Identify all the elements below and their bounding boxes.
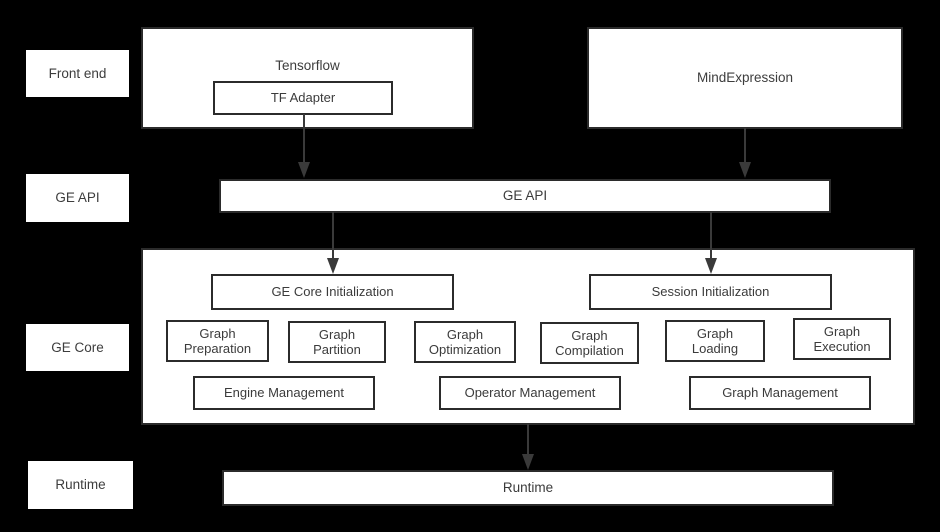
- engine-management-label: Engine Management: [224, 385, 344, 401]
- session-initialization-node[interactable]: Session Initialization: [589, 274, 832, 310]
- session-initialization-label: Session Initialization: [651, 284, 770, 300]
- ge-api-bar-label: GE API: [502, 188, 548, 204]
- graph-optimization-node[interactable]: Graph Optimization: [414, 321, 516, 363]
- graph-partition-label: Graph Partition: [313, 326, 361, 357]
- operator-management-label: Operator Management: [464, 385, 596, 401]
- graph-compilation-node[interactable]: Graph Compilation: [540, 322, 639, 364]
- graph-management-label: Graph Management: [722, 385, 838, 401]
- tf-adapter-node[interactable]: TF Adapter: [213, 81, 393, 115]
- engine-management-node[interactable]: Engine Management: [193, 376, 375, 410]
- operator-management-node[interactable]: Operator Management: [439, 376, 621, 410]
- graph-loading-label: Graph Loading: [691, 325, 739, 356]
- arrow-tf-adapter-to-ge-api: [294, 114, 314, 180]
- lane-label-ge-core-text: GE Core: [51, 339, 104, 355]
- graph-preparation-node[interactable]: Graph Preparation: [166, 320, 269, 362]
- graph-optimization-label: Graph Optimization: [428, 326, 502, 357]
- mindexpression-title: MindExpression: [696, 70, 794, 86]
- arrow-ge-api-to-session-initialization: [701, 212, 721, 276]
- runtime-bar[interactable]: Runtime: [222, 470, 834, 506]
- lane-label-front-end: Front end: [26, 50, 129, 97]
- ge-api-bar[interactable]: GE API: [219, 179, 831, 213]
- graph-management-node[interactable]: Graph Management: [689, 376, 871, 410]
- ge-core-initialization-label: GE Core Initialization: [271, 284, 394, 300]
- graph-loading-node[interactable]: Graph Loading: [665, 320, 765, 362]
- tf-adapter-label: TF Adapter: [270, 90, 336, 106]
- graph-execution-node[interactable]: Graph Execution: [793, 318, 891, 360]
- ge-core-initialization-node[interactable]: GE Core Initialization: [211, 274, 454, 310]
- lane-label-ge-api-text: GE API: [55, 190, 100, 206]
- tensorflow-title: Tensorflow: [275, 58, 340, 73]
- graph-compilation-label: Graph Compilation: [555, 327, 624, 358]
- lane-label-runtime: Runtime: [28, 461, 133, 509]
- lane-label-ge-core: GE Core: [26, 324, 129, 371]
- arrow-ge-api-to-ge-core-initialization: [323, 212, 343, 276]
- lane-label-ge-api: GE API: [26, 174, 129, 222]
- arrow-ge-core-to-runtime: [518, 424, 538, 472]
- graph-partition-node[interactable]: Graph Partition: [288, 321, 386, 363]
- lane-label-front-end-text: Front end: [48, 65, 107, 81]
- mindexpression-container: MindExpression: [587, 27, 903, 129]
- runtime-bar-label: Runtime: [502, 480, 554, 496]
- graph-preparation-label: Graph Preparation: [183, 325, 252, 356]
- lane-label-runtime-text: Runtime: [55, 477, 106, 493]
- graph-execution-label: Graph Execution: [813, 323, 871, 354]
- arrow-mindexpression-to-ge-api: [735, 128, 755, 180]
